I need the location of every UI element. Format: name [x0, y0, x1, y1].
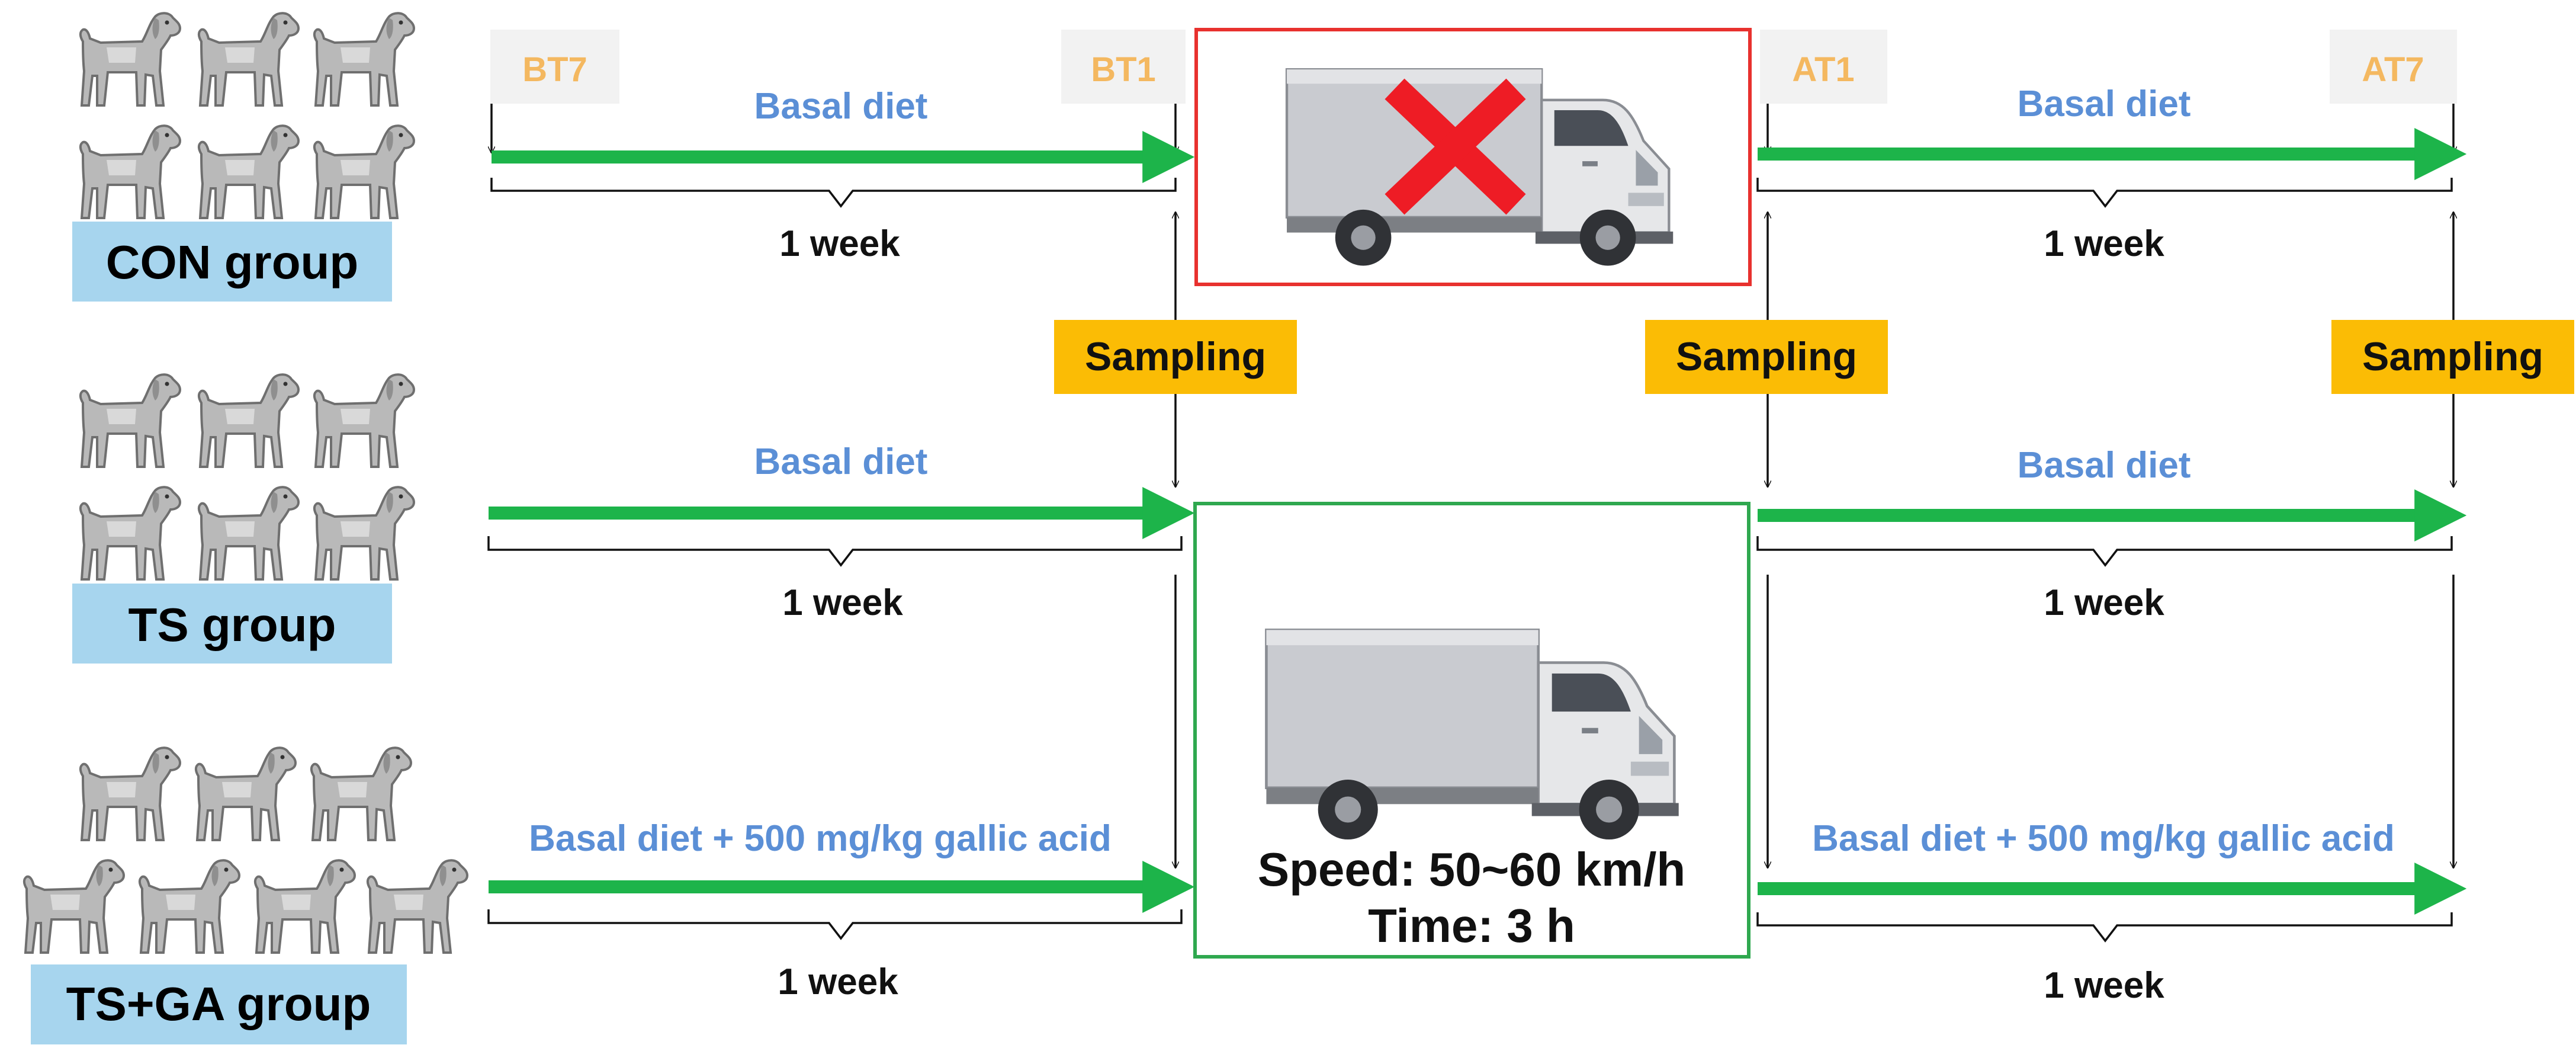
ts-group-label: TS group [72, 584, 392, 664]
con-brace-after [1756, 178, 2453, 208]
beagle-dog-icon [79, 486, 181, 581]
beagle-dog-icon [313, 373, 415, 468]
ts-diet-before: Basal diet [754, 441, 928, 482]
sampling-badge-bt1: Sampling [1054, 320, 1297, 394]
beagle-dog-icon [197, 373, 300, 468]
svg-text:BT1: BT1 [1091, 50, 1156, 89]
svg-text:Sampling: Sampling [1676, 334, 1857, 379]
con-animals [79, 12, 415, 219]
beagle-dog-icon [79, 12, 181, 107]
timepoint-bt7: BT7 [490, 30, 619, 104]
transport-connectors [1175, 575, 2453, 868]
ts-brace-after [1756, 536, 2453, 567]
timepoint-at1: AT1 [1760, 30, 1887, 104]
ts-brace-before [487, 536, 1183, 567]
beagle-dog-icon [310, 746, 412, 841]
tsga-brace-after [1756, 912, 2453, 943]
tsga-week-before: 1 week [778, 962, 898, 1002]
tsga-group-label: TS+GA group [31, 964, 407, 1044]
con-group-label: CON group [72, 222, 392, 302]
con-week-before: 1 week [779, 223, 900, 264]
svg-text:AT1: AT1 [1792, 50, 1854, 89]
beagle-dog-icon [79, 373, 181, 468]
beagle-dog-icon [79, 746, 181, 841]
con-week-after: 1 week [2044, 223, 2164, 264]
beagle-dog-icon [138, 859, 240, 954]
svg-text:AT7: AT7 [2362, 50, 2424, 89]
svg-text:Sampling: Sampling [2362, 334, 2543, 379]
tsga-group-text: TS+GA group [66, 978, 371, 1030]
tsga-week-after: 1 week [2044, 965, 2164, 1006]
svg-text:BT7: BT7 [522, 50, 587, 89]
transport-time: Time: 3 h [1368, 899, 1575, 952]
ts-diet-after: Basal diet [2018, 445, 2191, 486]
beagle-dog-icon [253, 859, 356, 954]
ts-animals [79, 373, 415, 581]
timepoint-at7: AT7 [2330, 30, 2457, 104]
con-diet-after: Basal diet [2018, 84, 2191, 124]
no-transport-box [1194, 28, 1752, 286]
transport-speed: Speed: 50~60 km/h [1258, 843, 1686, 896]
svg-text:Sampling: Sampling [1085, 334, 1266, 379]
sampling-badge-at7: Sampling [2331, 320, 2574, 394]
beagle-dog-icon [197, 12, 300, 107]
con-group-text: CON group [106, 236, 359, 289]
tsga-diet-after: Basal diet + 500 mg/kg gallic acid [1812, 818, 2395, 859]
con-diet-before: Basal diet [754, 86, 928, 127]
beagle-dog-icon [79, 124, 181, 219]
beagle-dog-icon [366, 859, 468, 954]
ts-week-after: 1 week [2044, 582, 2164, 623]
beagle-dog-icon [197, 486, 300, 581]
sampling-connectors [1175, 212, 2453, 487]
beagle-dog-icon [313, 486, 415, 581]
beagle-dog-icon [313, 12, 415, 107]
red-cross-icon [1385, 78, 1526, 215]
timepoint-bt1: BT1 [1061, 30, 1186, 104]
transport-box: Speed: 50~60 km/h Time: 3 h [1193, 502, 1750, 959]
tsga-animals [23, 746, 468, 954]
ts-week-before: 1 week [782, 582, 903, 623]
con-brace-before [490, 178, 1177, 208]
beagle-dog-icon [23, 859, 125, 954]
beagle-dog-icon [313, 124, 415, 219]
beagle-dog-icon [194, 746, 297, 841]
tsga-brace-before [487, 909, 1183, 940]
tsga-diet-before: Basal diet + 500 mg/kg gallic acid [529, 818, 1112, 859]
sampling-badge-at1: Sampling [1645, 320, 1888, 394]
beagle-dog-icon [197, 124, 300, 219]
ts-group-text: TS group [128, 598, 336, 651]
